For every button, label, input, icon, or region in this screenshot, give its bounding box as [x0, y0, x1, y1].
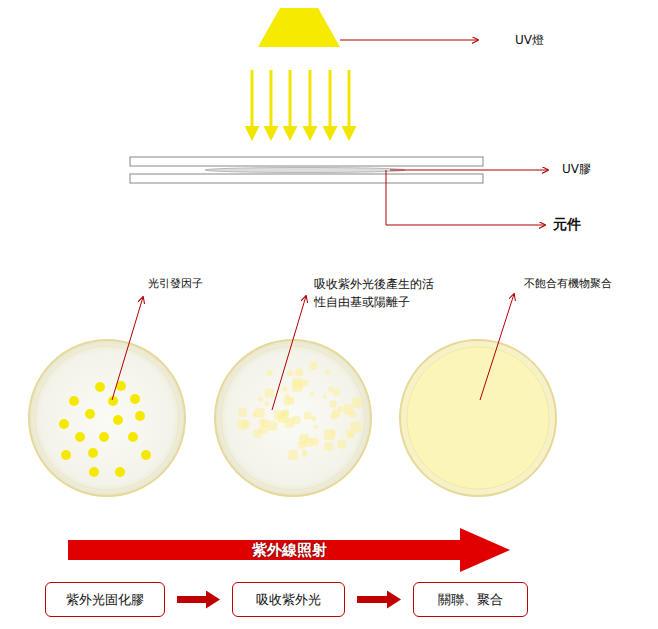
leader-line [480, 294, 514, 400]
process-band: 紫外線照射 [68, 528, 510, 572]
photoinitiator-dot [59, 419, 69, 429]
radical-cluster [237, 419, 247, 429]
radical-cluster [267, 370, 273, 376]
label: 元件 [553, 216, 581, 233]
photoinitiator-dot [75, 432, 85, 442]
radical-cluster [288, 450, 298, 460]
petri-dish [400, 340, 556, 496]
uv-ray [329, 70, 332, 138]
radical-cluster [352, 398, 362, 408]
radical-cluster [255, 408, 265, 418]
label: 吸收紫外光後產生的活 性自由基或陽離子 [314, 275, 448, 311]
photoinitiator-dot [135, 411, 145, 421]
petri-dish-rim [35, 346, 179, 490]
radical-cluster [299, 434, 309, 444]
uv-ray [251, 70, 254, 138]
uv-lamp [258, 8, 340, 47]
radical-cluster [304, 412, 312, 420]
radical-cluster [284, 398, 291, 405]
radical-cluster [310, 362, 318, 370]
process-box: 關聯、聚合 [413, 582, 528, 617]
radical-cluster [332, 409, 340, 417]
radical-cluster [311, 416, 316, 421]
uv-ray [348, 70, 351, 138]
uv-ray [309, 70, 312, 138]
photoinitiator-dot [89, 467, 99, 477]
leader-line [112, 297, 143, 400]
petri-dish [215, 340, 371, 496]
radical-cluster [287, 370, 293, 376]
photoinitiator-dots [59, 381, 151, 477]
photoinitiator-dot [115, 467, 125, 477]
label: UV膠 [562, 162, 591, 176]
photoinitiator-dot [130, 394, 140, 404]
node-text: 紫外光固化膠 [66, 591, 144, 609]
uv-glue [205, 168, 405, 173]
radical-cluster [310, 392, 314, 396]
radical-cluster [350, 421, 361, 432]
radical-cluster [258, 397, 263, 402]
glass-plate [130, 157, 483, 166]
radical-cluster [292, 378, 303, 389]
label: UV燈 [515, 33, 544, 47]
photoinitiator-dot [113, 415, 123, 425]
process-box: 紫外光固化膠 [45, 582, 165, 617]
cured-polymer [407, 347, 549, 489]
leader-line [390, 170, 548, 171]
radical-cluster [348, 432, 354, 438]
leader-line [386, 170, 545, 225]
photoinitiator-dot [85, 409, 95, 419]
radical-cluster [324, 442, 333, 451]
radical-cluster [328, 387, 334, 393]
radical-cluster [265, 388, 274, 397]
node-text: 紫外線照射 [252, 541, 327, 560]
leader-line [340, 40, 478, 41]
photoinitiator-dot [69, 396, 79, 406]
label: 光引發因子 [148, 277, 203, 290]
label: 不飽合有機物聚合 [524, 277, 612, 290]
radical-cluster [238, 408, 247, 417]
uv-ray [289, 70, 292, 138]
photoinitiator-dot [88, 448, 98, 458]
photoinitiator-dot [61, 450, 71, 460]
radical-cluster [333, 389, 340, 396]
photoinitiator-dot [141, 450, 151, 460]
radical-cluster [324, 370, 329, 375]
radical-cluster [292, 416, 300, 424]
radical-cluster [330, 401, 337, 408]
petri-dish [29, 340, 185, 496]
photoinitiator-dot [99, 432, 109, 442]
photoinitiator-dot [128, 432, 138, 442]
radical-cluster [329, 430, 336, 437]
uv-rays [252, 70, 349, 138]
radical-cluster [259, 425, 268, 434]
radical-cluster [295, 368, 303, 376]
radical-cluster [314, 425, 318, 429]
node-text: 關聯、聚合 [438, 591, 503, 609]
photoinitiator-dot [95, 382, 105, 392]
process-box: 吸收紫外光 [232, 582, 345, 617]
node-text: 吸收紫外光 [256, 591, 321, 609]
radical-cluster [281, 410, 287, 416]
radical-cluster [302, 380, 308, 386]
radical-cluster [343, 405, 353, 415]
glass-plate [130, 174, 483, 183]
radical-cluster [282, 386, 287, 391]
uv-ray [270, 70, 273, 138]
radical-cluster [337, 440, 346, 449]
flow-arrow [357, 596, 391, 603]
radical-clusters [237, 362, 362, 460]
radical-cluster [323, 394, 327, 398]
petri-dish-rim [221, 346, 365, 490]
radical-cluster [302, 452, 307, 457]
flow-arrow [177, 596, 210, 603]
leader-line [272, 296, 306, 410]
radical-cluster [264, 401, 269, 406]
arrow-band [68, 528, 510, 572]
